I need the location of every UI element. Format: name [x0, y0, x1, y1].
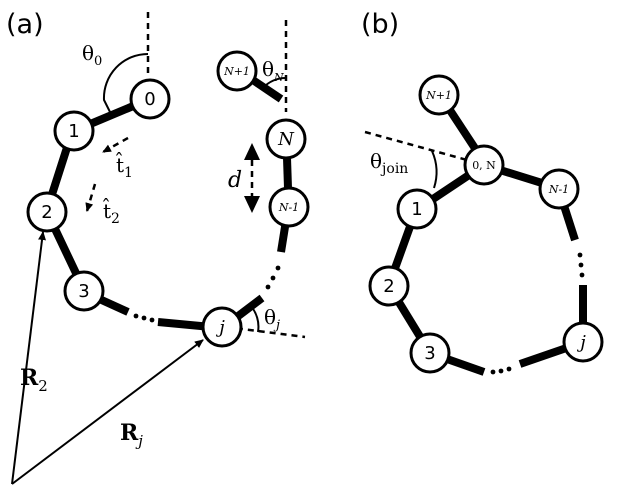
tangent-arrows	[85, 136, 129, 212]
d-arrow-head-down	[244, 196, 260, 213]
svg-text:0, N: 0, N	[472, 159, 496, 172]
t1-arrow	[102, 136, 129, 154]
panel-b-label: (b)	[361, 9, 399, 40]
panel-b-beads: N+1 0, N N-1 1 2 3 j	[368, 74, 604, 374]
bead-n-minus-1: N-1	[268, 186, 310, 228]
t1-label: t̂1	[115, 151, 133, 181]
theta0-arc	[102, 52, 149, 117]
svg-text:3: 3	[424, 343, 435, 364]
bead-b-0-n: 0, N	[463, 144, 505, 186]
t2-arrow	[85, 183, 97, 212]
theta-join-reference-line	[364, 130, 479, 165]
thetaj-arc	[249, 304, 260, 333]
svg-text:j: j	[576, 332, 586, 353]
svg-text:N+1: N+1	[425, 89, 452, 102]
svg-text:2: 2	[41, 202, 52, 223]
bead-b-1: 1	[396, 188, 438, 230]
d-arrow-head-up	[244, 143, 260, 160]
bead-n-plus-1: N+1	[216, 50, 258, 92]
thetaN-arc	[262, 76, 287, 89]
vector-r2-arrow	[11, 231, 46, 485]
position-vectors	[11, 231, 204, 485]
bead-b-n-plus-1: N+1	[418, 74, 460, 116]
thetaj-label: θj	[264, 305, 280, 333]
panel-a-angle-arcs	[102, 52, 287, 333]
svg-text:N-1: N-1	[278, 201, 299, 214]
vector-r2-label: R2	[20, 365, 48, 395]
panel-a-label: (a)	[6, 9, 44, 40]
bead-b-j: j	[562, 321, 604, 363]
bond-length-label: d	[228, 168, 242, 193]
bead-n: N	[265, 118, 307, 160]
theta-join-arc	[431, 150, 438, 189]
panel-b-ellipsis	[490, 252, 585, 375]
bead-3: 3	[63, 270, 105, 312]
bead-1: 1	[53, 110, 95, 152]
bead-b-3: 3	[409, 332, 451, 374]
svg-text:j: j	[215, 317, 225, 338]
bead-j: j	[201, 306, 243, 348]
panel-b-bonds	[385, 92, 587, 376]
panel-a-labels: θ0 θN θj t̂1 t̂2 d R2 Rj	[20, 41, 284, 450]
svg-text:N+1: N+1	[223, 65, 250, 78]
panel-a-beads: 0 1 2 3 j N N-1 N+1	[26, 50, 310, 348]
bead-b-2: 2	[368, 265, 410, 307]
bond-length-arrow	[244, 143, 260, 213]
bead-0: 0	[129, 78, 171, 120]
vector-rj-arrow	[11, 339, 204, 485]
svg-text:N-1: N-1	[548, 183, 569, 196]
thetaN-label: θN	[262, 57, 284, 84]
vector-rj-label: Rj	[120, 420, 143, 450]
theta-join-label: θjoin	[370, 149, 408, 177]
t2-label: t̂2	[102, 197, 120, 227]
bead-2: 2	[26, 191, 68, 233]
svg-text:1: 1	[68, 121, 79, 142]
svg-text:3: 3	[78, 281, 89, 302]
svg-text:N: N	[277, 129, 295, 150]
svg-text:0: 0	[144, 89, 155, 110]
svg-text:1: 1	[411, 199, 422, 220]
panel-a-ellipsis	[133, 265, 281, 323]
bead-b-n-minus-1: N-1	[538, 168, 580, 210]
svg-text:2: 2	[383, 276, 394, 297]
theta0-label: θ0	[82, 41, 102, 69]
bond-n-n1	[283, 157, 292, 189]
